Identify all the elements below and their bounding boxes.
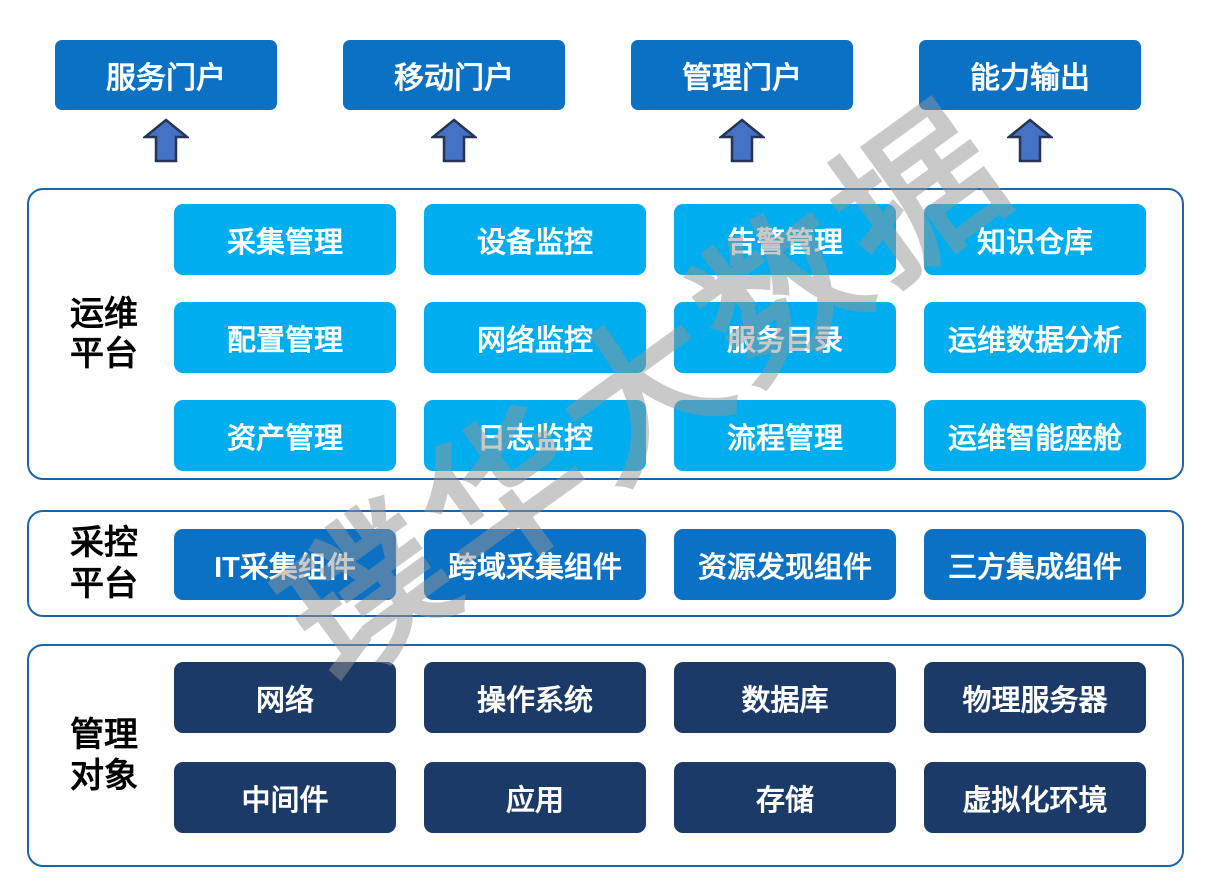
portal-box-2: 移动门户 (343, 40, 565, 110)
ops-module-box: 资产管理 (174, 400, 396, 471)
collector-grid: IT采集组件 跨域采集组件 资源发现组件 三方集成组件 (174, 529, 1146, 600)
ops-module-box: 采集管理 (174, 204, 396, 275)
collector-box: 资源发现组件 (674, 529, 896, 600)
ops-module-box: 流程管理 (674, 400, 896, 471)
ops-module-box: 日志监控 (424, 400, 646, 471)
section-label-line: 采控 (70, 524, 138, 563)
up-arrow-icon (919, 118, 1141, 163)
collector-box: 跨域采集组件 (424, 529, 646, 600)
collector-box: IT采集组件 (174, 529, 396, 600)
managed-object-grid: 网络 操作系统 数据库 物理服务器 中间件 应用 存储 虚拟化环境 (174, 662, 1146, 833)
managed-object-box: 网络 (174, 662, 396, 733)
portal-row: 服务门户 移动门户 管理门户 能力输出 (55, 40, 1141, 110)
section-label-line: 平台 (70, 335, 138, 373)
managed-object-box: 虚拟化环境 (924, 762, 1146, 833)
ops-module-box: 运维数据分析 (924, 302, 1146, 373)
up-arrow-icon (343, 118, 565, 163)
section-label-line: 对象 (70, 756, 138, 795)
section-ops-platform: 运维 平台 采集管理 设备监控 告警管理 知识仓库 配置管理 网络监控 服务目录… (27, 188, 1184, 480)
section-label-line: 管理 (70, 716, 138, 755)
section-collect-label: 采控 平台 (29, 512, 179, 615)
section-objects-label: 管理 对象 (29, 646, 179, 865)
portal-box-1: 服务门户 (55, 40, 277, 110)
ops-module-box: 服务目录 (674, 302, 896, 373)
section-ops-label: 运维 平台 (29, 190, 179, 478)
managed-object-box: 操作系统 (424, 662, 646, 733)
ops-module-box: 设备监控 (424, 204, 646, 275)
ops-module-box: 网络监控 (424, 302, 646, 373)
portal-box-3: 管理门户 (631, 40, 853, 110)
ops-module-box: 告警管理 (674, 204, 896, 275)
section-label-line: 平台 (70, 564, 138, 603)
ops-module-box: 运维智能座舱 (924, 400, 1146, 471)
collector-box: 三方集成组件 (924, 529, 1146, 600)
arrow-row (55, 118, 1141, 163)
managed-object-box: 应用 (424, 762, 646, 833)
managed-object-box: 中间件 (174, 762, 396, 833)
ops-module-box: 知识仓库 (924, 204, 1146, 275)
section-collect-platform: 采控 平台 IT采集组件 跨域采集组件 资源发现组件 三方集成组件 (27, 510, 1184, 617)
section-label-line: 运维 (70, 294, 138, 333)
up-arrow-icon (55, 118, 277, 163)
managed-object-box: 数据库 (674, 662, 896, 733)
portal-box-4: 能力输出 (919, 40, 1141, 110)
up-arrow-icon (631, 118, 853, 163)
managed-object-box: 物理服务器 (924, 662, 1146, 733)
section-managed-objects: 管理 对象 网络 操作系统 数据库 物理服务器 中间件 应用 存储 虚拟化环境 (27, 644, 1184, 867)
ops-module-grid: 采集管理 设备监控 告警管理 知识仓库 配置管理 网络监控 服务目录 运维数据分… (174, 204, 1146, 471)
managed-object-box: 存储 (674, 762, 896, 833)
ops-module-box: 配置管理 (174, 302, 396, 373)
